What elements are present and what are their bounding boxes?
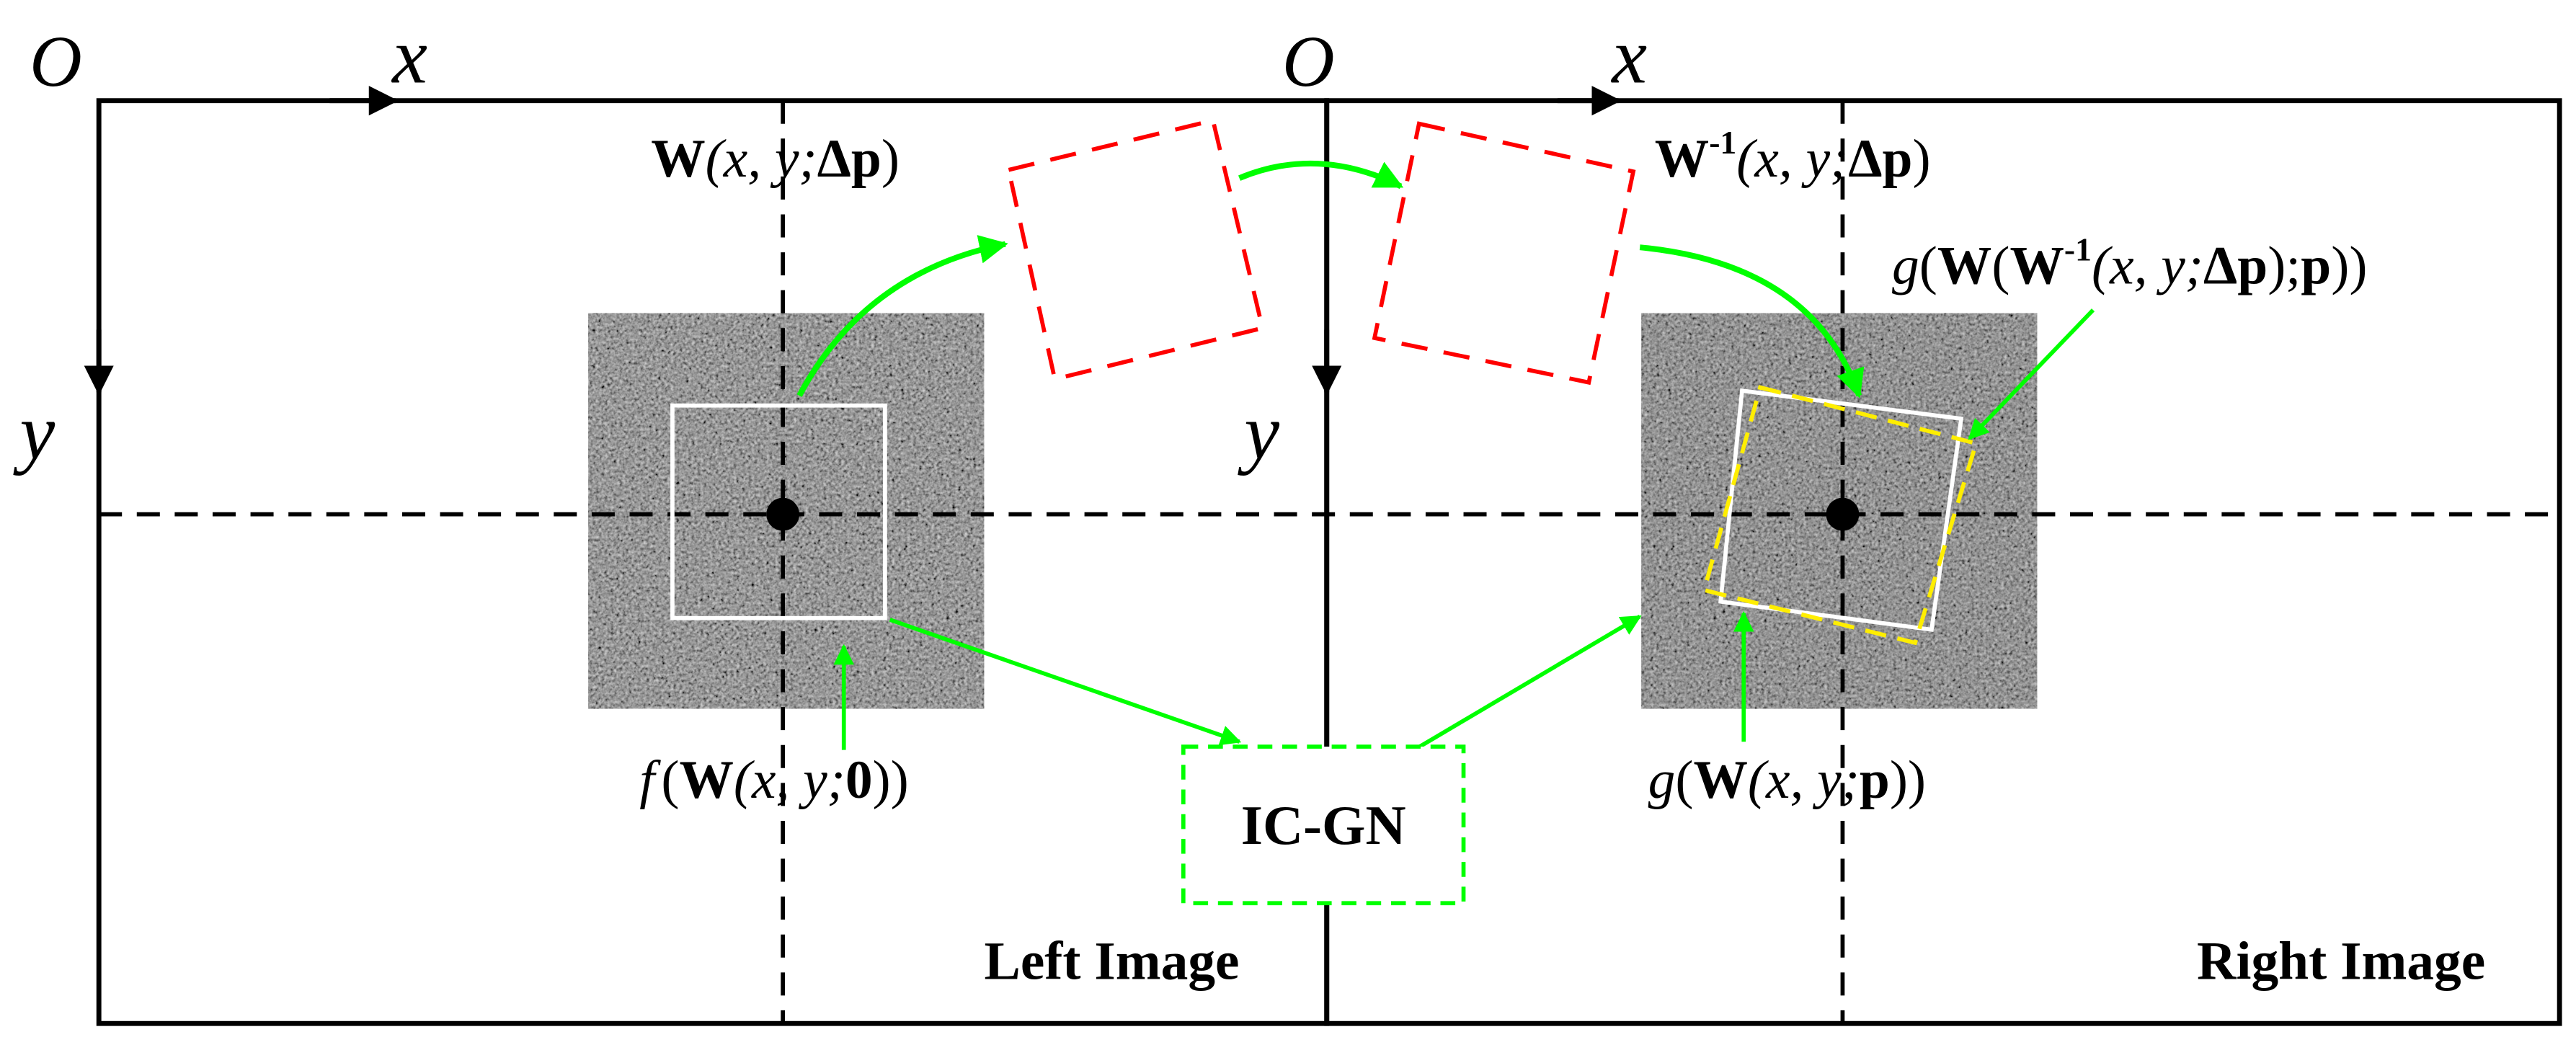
inverse-warp-arrow	[1639, 244, 1865, 399]
transfer-arrow	[1238, 160, 1404, 190]
target-subset-label: g(W(x, y;p))	[1648, 750, 1926, 810]
icgn-to-right-arrow	[1413, 614, 1642, 752]
target-subset-box	[1718, 388, 1964, 632]
left-image-title: Left Image	[985, 931, 1240, 991]
left-x-label: x	[391, 12, 427, 100]
inverse-warp-square	[1372, 121, 1636, 386]
right-x-label: x	[1610, 12, 1647, 100]
left-center-point	[766, 497, 800, 531]
reference-subset-box	[670, 403, 887, 620]
icgn-label: IC-GN	[1241, 794, 1406, 856]
right-image-title: Right Image	[2197, 931, 2485, 991]
right-origin-label: O	[1282, 21, 1335, 102]
left-to-icgn-arrow	[889, 618, 1242, 746]
right-center-point	[1826, 497, 1860, 531]
warp-square	[1006, 117, 1265, 382]
inverse-warp-label: W-1(x, y;Δp)	[1655, 124, 1931, 189]
reference-subset-label: f(W(x, y;0))	[639, 750, 909, 810]
warp-label: W(x, y;Δp)	[651, 129, 900, 189]
right-y-label: y	[1237, 388, 1279, 476]
right-image-frame	[1324, 98, 2562, 1026]
icgn-box	[1181, 744, 1466, 906]
updated-warp-label: g(W(W-1(x, y;Δp);p))	[1892, 231, 2367, 295]
left-origin-label: O	[30, 21, 82, 102]
updated-label-arrow	[1968, 308, 2095, 440]
left-y-label: y	[12, 388, 55, 476]
updated-subset-box	[1701, 385, 1979, 646]
warp-arrow	[796, 235, 1008, 397]
